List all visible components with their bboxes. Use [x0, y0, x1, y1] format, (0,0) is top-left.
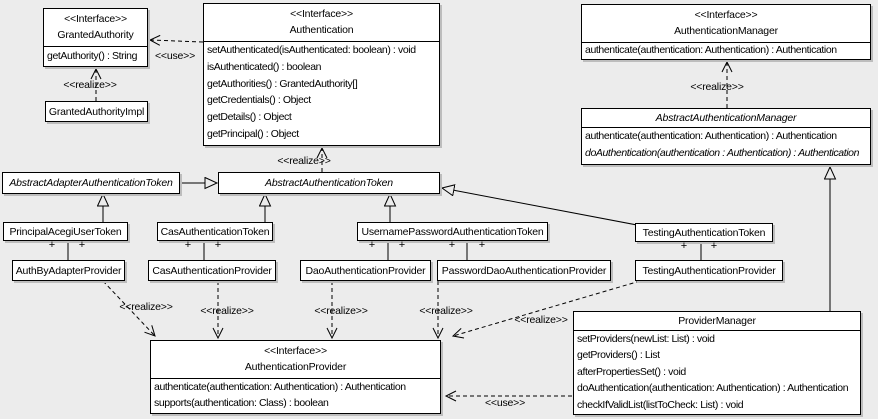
method-row: isAuthenticated() : boolean: [207, 60, 322, 73]
realize-label: <<realize>>: [119, 301, 173, 313]
class-name: CasAuthenticationProvider: [152, 264, 272, 277]
association-edges: [67, 240, 702, 260]
class-name: UsernamePasswordAuthenticationToken: [361, 225, 544, 238]
role-plus: +: [448, 239, 456, 251]
class-provider-manager[interactable]: ProviderManager setProviders(newList: Li…: [573, 311, 861, 415]
use-label: <<use>>: [154, 50, 196, 62]
use-label: <<use>>: [484, 397, 526, 409]
class-name: TestingAuthenticationToken: [642, 226, 766, 239]
class-testing-authentication-provider[interactable]: TestingAuthenticationProvider: [635, 260, 783, 281]
realize-label: <<realize>>: [314, 305, 368, 317]
role-plus: +: [710, 240, 718, 252]
method-row: doAuthentication(authentication: Authent…: [577, 382, 849, 395]
method-row: getAuthorities() : GrantedAuthority[]: [207, 77, 358, 90]
realize-label: <<realize>>: [690, 81, 744, 93]
class-granted-authority[interactable]: <<Interface>> GrantedAuthority getAuthor…: [43, 8, 148, 67]
role-plus: +: [478, 239, 486, 251]
realize-label: <<realize>>: [277, 155, 331, 167]
realize-label: <<realize>>: [200, 305, 254, 317]
role-plus: +: [48, 239, 56, 251]
stereotype-label: <<Interface>>: [264, 345, 327, 357]
class-name: DaoAuthenticationProvider: [305, 264, 426, 277]
class-dao-authentication-provider[interactable]: DaoAuthenticationProvider: [300, 260, 431, 281]
class-header: <<Interface>> AuthenticationManager: [582, 5, 870, 43]
class-name: TestingAuthenticationProvider: [642, 264, 776, 277]
method-row: doAuthentication(authentication : Authen…: [585, 147, 860, 159]
method-row: authenticate(authentication: Authenticat…: [585, 44, 837, 56]
class-name: AbstractAdapterAuthenticationToken: [9, 177, 173, 189]
role-plus: +: [78, 239, 86, 251]
class-authentication-provider[interactable]: <<Interface>> AuthenticationProvider aut…: [150, 340, 441, 414]
role-plus: +: [368, 239, 376, 251]
class-name: CasAuthenticationToken: [160, 225, 270, 238]
class-name: PrincipalAcegiUserToken: [9, 225, 122, 238]
realize-label: <<realize>>: [419, 305, 473, 317]
stereotype-label: <<Interface>>: [694, 9, 758, 21]
method-row: setAuthenticated(isAuthenticated: boolea…: [207, 44, 416, 56]
class-abstract-authentication-manager[interactable]: AbstractAuthenticationManager authentica…: [581, 108, 871, 165]
method-row: getAuthority() : String: [47, 50, 138, 62]
class-name: AuthByAdapterProvider: [15, 264, 122, 277]
class-cas-authentication-token[interactable]: CasAuthenticationToken: [157, 222, 273, 241]
method-row: getCredentials() : Object: [207, 94, 311, 107]
class-password-dao-authentication-provider[interactable]: PasswordDaoAuthenticationProvider: [437, 260, 611, 281]
class-cas-authentication-provider[interactable]: CasAuthenticationProvider: [148, 260, 276, 281]
class-testing-authentication-token[interactable]: TestingAuthenticationToken: [635, 223, 773, 242]
class-name: PasswordDaoAuthenticationProvider: [441, 264, 607, 277]
method-row: afterPropertiesSet() : void: [577, 365, 686, 378]
class-name: Authentication: [289, 24, 354, 36]
class-abstract-adapter-authentication-token[interactable]: AbstractAdapterAuthenticationToken: [2, 172, 180, 194]
class-header: <<Interface>> AuthenticationProvider: [151, 341, 440, 379]
class-header: <<Interface>> GrantedAuthority: [44, 9, 147, 47]
method-row: checkIfValidList(listToCheck: List) : vo…: [577, 398, 744, 411]
generalization-edges: [103, 167, 830, 311]
realize-label: <<realize>>: [63, 79, 117, 91]
class-username-password-authentication-token[interactable]: UsernamePasswordAuthenticationToken: [357, 222, 548, 241]
role-plus: +: [680, 240, 688, 252]
class-principal-acegi-user-token[interactable]: PrincipalAcegiUserToken: [3, 222, 128, 241]
role-plus: +: [214, 239, 222, 251]
class-abstract-authentication-token[interactable]: AbstractAuthenticationToken: [218, 172, 440, 194]
method-row: getDetails() : Object: [207, 111, 292, 124]
method-row: getPrincipal() : Object: [207, 127, 299, 140]
class-name: AbstractAuthenticationManager: [582, 109, 870, 128]
class-authentication-manager[interactable]: <<Interface>> AuthenticationManager auth…: [581, 4, 871, 60]
role-plus: +: [398, 239, 406, 251]
class-auth-by-adapter-provider[interactable]: AuthByAdapterProvider: [12, 260, 125, 281]
method-row: supports(authentication: Class) : boolea…: [154, 397, 329, 409]
class-name: ProviderManager: [574, 312, 860, 331]
class-name: AbstractAuthenticationToken: [265, 177, 393, 189]
method-row: getProviders() : List: [577, 349, 660, 362]
stereotype-label: <<Interface>>: [64, 13, 127, 25]
realize-label: <<realize>>: [514, 314, 568, 326]
class-name: AuthenticationProvider: [244, 361, 347, 373]
method-row: authenticate(authentication: Authenticat…: [585, 130, 837, 142]
role-plus: +: [184, 239, 192, 251]
class-header: <<Interface>> Authentication: [204, 4, 439, 42]
dependency-edges: [90, 34, 733, 402]
method-row: authenticate(authentication: Authenticat…: [154, 381, 406, 393]
method-row: setProviders(newList: List) : void: [577, 333, 715, 345]
stereotype-label: <<Interface>>: [290, 8, 353, 20]
class-name: GrantedAuthorityImpl: [48, 105, 145, 118]
class-granted-authority-impl[interactable]: GrantedAuthorityImpl: [45, 101, 148, 122]
class-name: GrantedAuthority: [57, 29, 134, 41]
class-name: AuthenticationManager: [674, 25, 778, 37]
class-authentication[interactable]: <<Interface>> Authentication setAuthenti…: [203, 3, 440, 146]
